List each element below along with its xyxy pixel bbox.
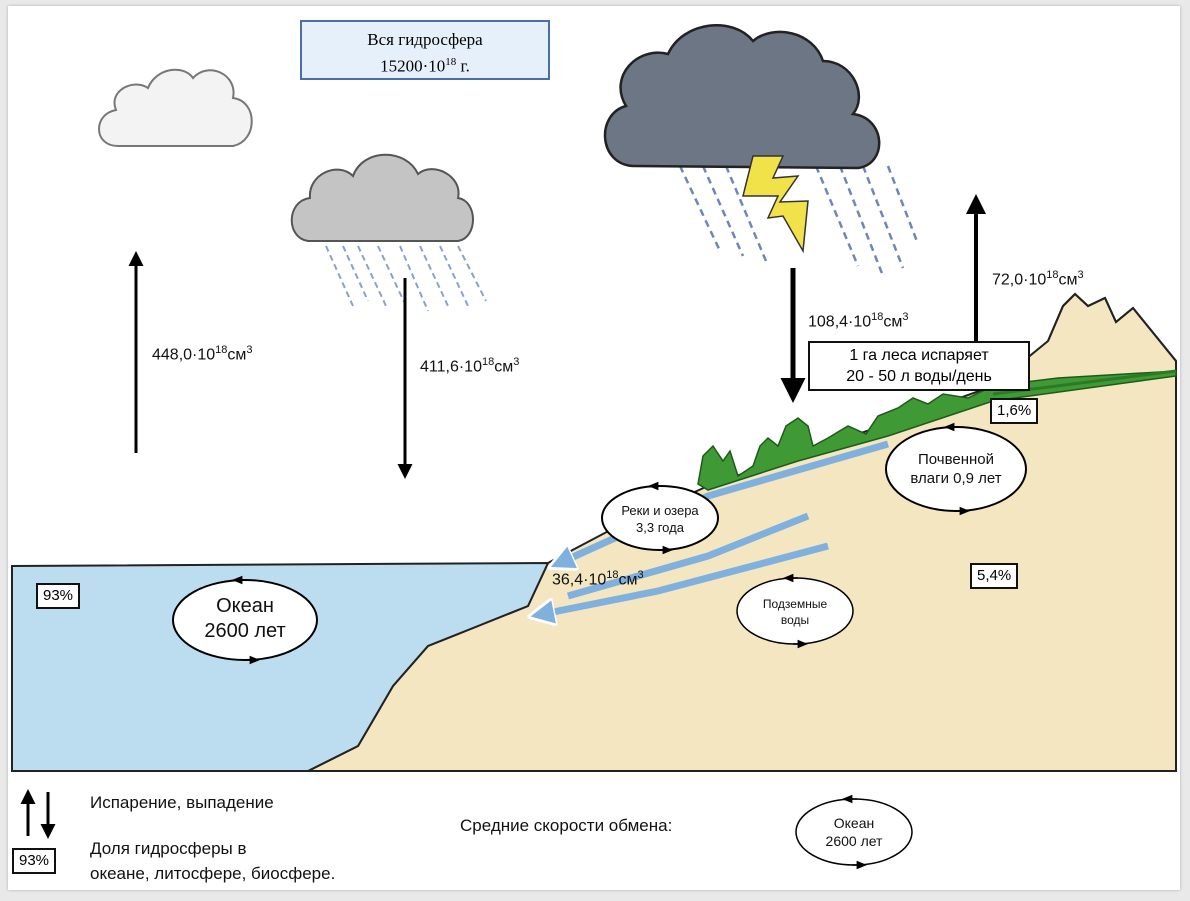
flux-unit-exp: 3 (246, 344, 253, 356)
soil-cycle-ellipse (885, 422, 1027, 516)
flux-base: 448,0·10 (152, 346, 216, 364)
ocean-precipitation-label: 411,6·1018см3 (420, 356, 519, 376)
runoff-label: 36,4·1018см3 (552, 569, 644, 589)
mountain-icon (1047, 292, 1177, 362)
forest-note-line2: 20 - 50 л воды/день (846, 368, 992, 385)
soil-cycle-label: Почвенной влаги 0,9 лет (886, 450, 1026, 488)
groundwater-cycle-line2: воды (780, 613, 810, 627)
flux-exp: 18 (481, 356, 495, 368)
ocean-cycle-label: Океан 2600 лет (173, 594, 317, 644)
ocean (11, 561, 550, 772)
biosphere-share-badge: 1,6% (990, 398, 1039, 424)
legend-share-line2: океане, литосфере, биосфере. (90, 864, 336, 883)
rivers-cycle-line1: Реки и озера (621, 503, 699, 518)
land-evaporation-label: 72,0·1018см3 (992, 269, 1084, 289)
flux-unit-exp: 3 (637, 569, 644, 581)
title-line1: Вся гидросфера (367, 30, 483, 49)
flux-unit: см (1058, 271, 1078, 289)
legend-share-text: Доля гидросферы в океане, литосфере, био… (90, 836, 335, 886)
flux-unit-exp: 3 (902, 311, 909, 323)
soil-cycle-line1: Почвенной (917, 451, 995, 468)
rivers-cycle-ellipse (601, 481, 719, 555)
flux-unit: см (227, 346, 247, 364)
title-line2: 15200·1018 г. (302, 51, 548, 78)
hydrosphere-total-box: Вся гидросфера 15200·1018 г. (300, 20, 550, 80)
groundwater-cycle-ellipse (736, 573, 854, 649)
groundwater-flow-2 (533, 542, 829, 616)
ocean-cycle-line1: Океан (216, 595, 274, 617)
ocean-evaporation-label: 448,0·1018см3 (152, 344, 253, 364)
legend-cycle-line1: Океан (833, 815, 875, 831)
legend-share-badge: 93% (12, 848, 57, 874)
rivers-cycle-label: Реки и озера 3,3 года (602, 502, 718, 536)
legend-cycle-ellipse (795, 794, 913, 870)
title-base: 15200·10 (380, 56, 446, 76)
storm-cloud-icon (603, 24, 920, 277)
water-cycle-diagram: Вся гидросфера 15200·1018 г. 448,0·1018с… (8, 6, 1180, 890)
diagram-canvas (11, 24, 1177, 870)
flux-exp: 18 (606, 569, 619, 581)
title-unit: г. (456, 56, 470, 76)
river-flow (553, 440, 889, 566)
flux-exp: 18 (215, 344, 228, 356)
legend-cycle-line2: 2600 лет (825, 833, 883, 849)
forest-note-line1: 1 га леса испаряет (849, 347, 989, 364)
flux-unit-exp: 3 (1077, 269, 1084, 281)
flux-unit: см (618, 571, 638, 589)
groundwater-cycle-line1: Подземные (762, 597, 828, 611)
legend-arrows-text: Испарение, выпадение (90, 793, 274, 812)
rain-cloud-icon (290, 153, 487, 312)
ocean-cycle-ellipse (172, 575, 318, 665)
title-exp: 18 (445, 56, 457, 68)
forest-evaporation-note: 1 га леса испаряет 20 - 50 л воды/день (808, 341, 1030, 391)
ocean-cycle-line2: 2600 лет (204, 620, 286, 642)
flux-unit: см (883, 313, 903, 331)
legend-rates-text: Средние скорости обмена: (460, 816, 673, 835)
lightning-icon (742, 155, 809, 254)
flux-unit-exp: 3 (513, 356, 520, 368)
white-cloud-icon (98, 68, 253, 147)
soil-cycle-line2: влаги 0,9 лет (910, 470, 1002, 487)
flux-base: 108,4·10 (808, 313, 872, 331)
flux-unit: см (494, 358, 514, 376)
flux-exp: 18 (1046, 269, 1059, 281)
flux-base: 36,4·10 (552, 571, 607, 589)
groundwater-flow (567, 512, 810, 600)
legend-share-line1: Доля гидросферы в (90, 839, 247, 858)
flux-exp: 18 (871, 311, 884, 323)
rivers-cycle-line2: 3,3 года (636, 520, 684, 535)
land-precipitation-label: 108,4·1018см3 (808, 311, 909, 331)
legend-cycle-label: Океан 2600 лет (796, 814, 912, 850)
groundwater-cycle-label: Подземные воды (737, 596, 853, 628)
ocean-share-badge: 93% (36, 583, 81, 609)
forest (697, 370, 1177, 491)
lithosphere-share-badge: 5,4% (970, 563, 1019, 589)
flux-base: 411,6·10 (420, 358, 482, 376)
flux-base: 72,0·10 (992, 271, 1047, 289)
